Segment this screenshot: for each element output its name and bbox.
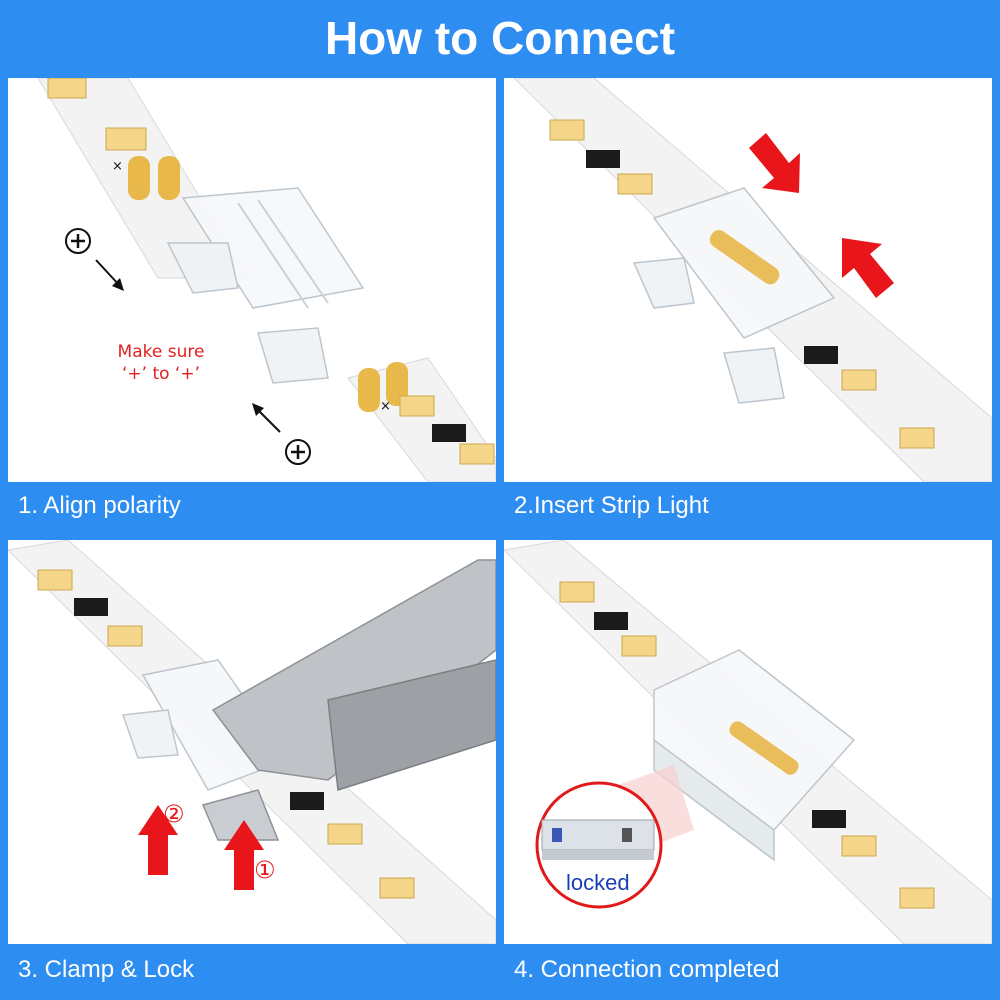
red-arrow-icon xyxy=(749,133,800,193)
led-strip-upper: × xyxy=(37,78,249,279)
polarity-note: Make sure ‘+’ to ‘+’ xyxy=(106,341,216,385)
connector-clip xyxy=(632,187,836,404)
svg-text:×: × xyxy=(380,399,391,414)
step-3-panel: ② ① xyxy=(8,540,496,944)
page-title: How to Connect xyxy=(324,12,676,64)
step-1-panel: × × xyxy=(8,78,496,482)
svg-text:×: × xyxy=(112,159,123,174)
marker-2: ② xyxy=(163,800,185,828)
step-4-illustration xyxy=(504,540,992,944)
step-1-illustration: × × xyxy=(37,78,496,482)
direction-arrow-icon xyxy=(252,403,281,433)
step-4-panel: locked xyxy=(504,540,992,944)
led-strip-lower: × xyxy=(347,357,496,482)
step-3-caption: 3. Clamp & Lock xyxy=(18,956,195,983)
step-2-caption: 2.Insert Strip Light xyxy=(514,492,709,519)
polarity-note-line2: ‘+’ to ‘+’ xyxy=(122,364,200,384)
locked-label: locked xyxy=(566,870,630,895)
red-arrow-icon xyxy=(138,805,178,875)
magnifier-callout-icon xyxy=(535,765,694,909)
red-arrow-icon xyxy=(224,820,264,890)
connector-clip xyxy=(166,187,365,384)
marker-1: ① xyxy=(254,856,276,884)
plus-circle-icon xyxy=(285,439,311,465)
step-1-caption: 1. Align polarity xyxy=(18,492,181,519)
direction-arrow-icon xyxy=(95,259,124,291)
polarity-note-line1: Make sure xyxy=(117,342,205,362)
connector-clip xyxy=(653,649,856,862)
pliers-icon xyxy=(201,559,496,841)
step-3-illustration xyxy=(8,540,496,944)
red-arrow-icon xyxy=(842,238,894,298)
step-2-panel xyxy=(504,78,992,482)
step-4-caption: 4. Connection completed xyxy=(514,956,780,983)
step-2-illustration xyxy=(513,78,992,482)
plus-circle-icon xyxy=(65,228,91,254)
